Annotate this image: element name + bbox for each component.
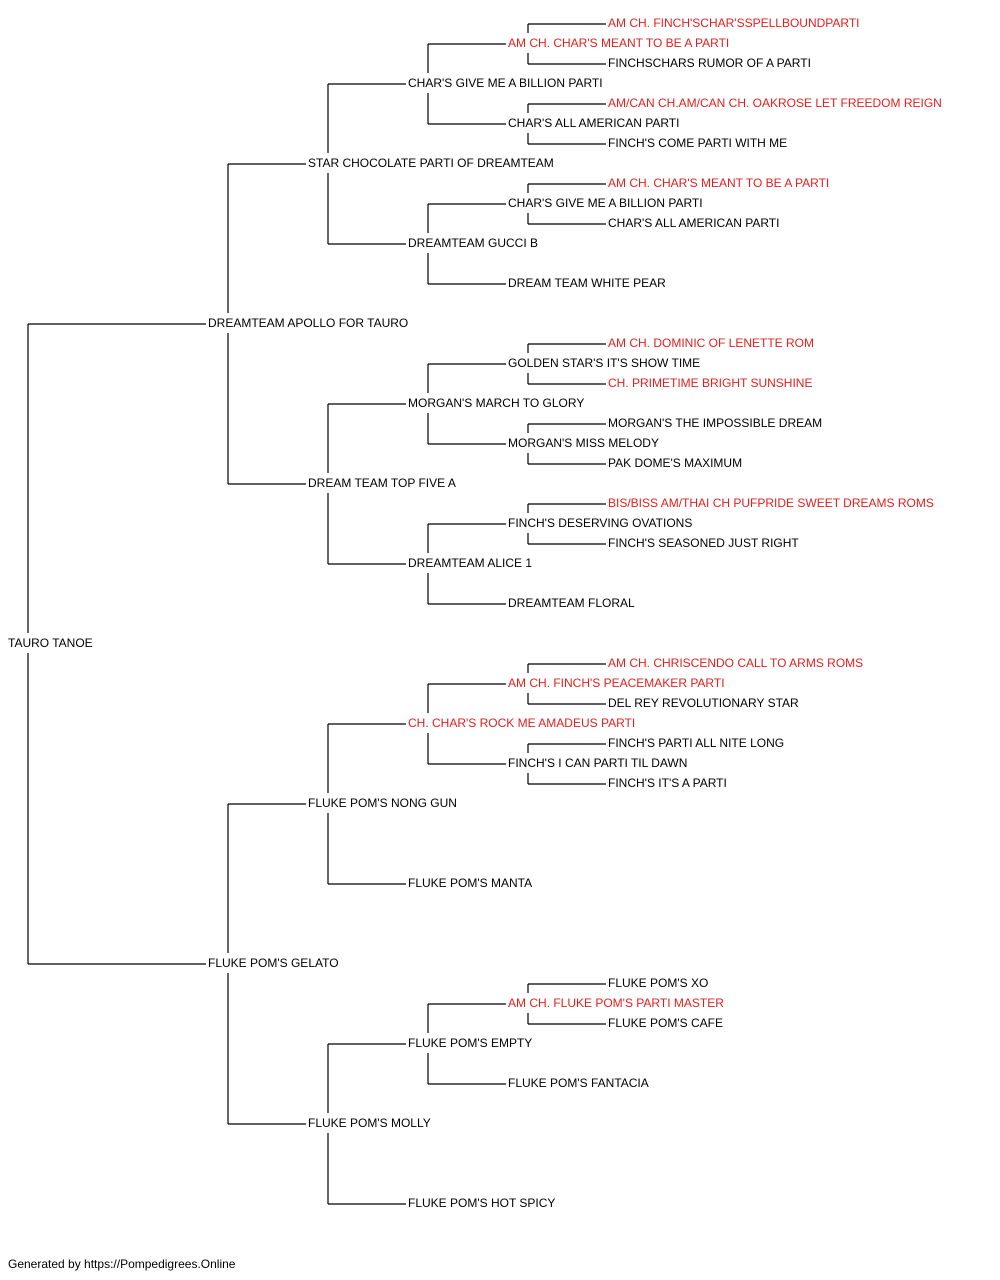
dog-name-gen3[interactable]: FLUKE POM'S HOT SPICY [408, 1196, 558, 1210]
dog-name-gen5[interactable]: PAK DOME'S MAXIMUM [608, 456, 745, 470]
champion-dog-name-gen5[interactable]: CH. PRIMETIME BRIGHT SUNSHINE [608, 376, 815, 390]
dog-name-gen4[interactable]: DREAMTEAM FLORAL [508, 596, 637, 610]
dog-name-gen4[interactable]: DREAM TEAM WHITE PEAR [508, 276, 668, 290]
dog-name-gen2[interactable]: FLUKE POM'S NONG GUN [308, 796, 459, 810]
dog-name-gen4[interactable]: CHAR'S GIVE ME A BILLION PARTI [508, 196, 705, 210]
dog-name-gen4[interactable]: CHAR'S ALL AMERICAN PARTI [508, 116, 682, 130]
dog-name-gen5[interactable]: FINCH'S PARTI ALL NITE LONG [608, 736, 787, 750]
champion-dog-name-gen4[interactable]: AM CH. CHAR'S MEANT TO BE A PARTI [508, 36, 732, 50]
dog-name-gen4[interactable]: FINCH'S DESERVING OVATIONS [508, 516, 695, 530]
dog-name-gen3[interactable]: DREAMTEAM GUCCI B [408, 236, 541, 250]
champion-dog-name-gen3[interactable]: CH. CHAR'S ROCK ME AMADEUS PARTI [408, 716, 638, 730]
dog-name-gen5[interactable]: CHAR'S ALL AMERICAN PARTI [608, 216, 782, 230]
dog-name-gen2[interactable]: STAR CHOCOLATE PARTI OF DREAMTEAM [308, 156, 556, 170]
dog-name-gen5[interactable]: FLUKE POM'S CAFE [608, 1016, 725, 1030]
dog-name-gen5[interactable]: DEL REY REVOLUTIONARY STAR [608, 696, 801, 710]
dog-name-gen4[interactable]: GOLDEN STAR'S IT'S SHOW TIME [508, 356, 703, 370]
dog-name-gen3[interactable]: MORGAN'S MARCH TO GLORY [408, 396, 587, 410]
dog-name-gen5[interactable]: FINCH'S COME PARTI WITH ME [608, 136, 790, 150]
dog-name-gen5[interactable]: FINCH'S IT'S A PARTI [608, 776, 729, 790]
dog-name-gen4[interactable]: MORGAN'S MISS MELODY [508, 436, 661, 450]
champion-dog-name-gen5[interactable]: AM CH. FINCH'SCHAR'SSPELLBOUNDPARTI [608, 16, 862, 30]
dog-name-gen2[interactable]: FLUKE POM'S MOLLY [308, 1116, 433, 1130]
champion-dog-name-gen4[interactable]: AM CH. FINCH'S PEACEMAKER PARTI [508, 676, 727, 690]
footer-credit: Generated by https://Pompedigrees.Online [8, 1257, 236, 1271]
dog-name-gen3[interactable]: DREAMTEAM ALICE 1 [408, 556, 535, 570]
dog-name-gen5[interactable]: FINCH'S SEASONED JUST RIGHT [608, 536, 801, 550]
dog-name-gen4[interactable]: FINCH'S I CAN PARTI TIL DAWN [508, 756, 690, 770]
dog-name-gen3[interactable]: FLUKE POM'S EMPTY [408, 1036, 535, 1050]
dog-name-gen5[interactable]: MORGAN'S THE IMPOSSIBLE DREAM [608, 416, 825, 430]
dog-name-gen0[interactable]: TAURO TANOE [8, 636, 95, 650]
dog-name-gen3[interactable]: FLUKE POM'S MANTA [408, 876, 535, 890]
dog-name-gen1[interactable]: DREAMTEAM APOLLO FOR TAURO [208, 316, 411, 330]
champion-dog-name-gen4[interactable]: AM CH. FLUKE POM'S PARTI MASTER [508, 996, 726, 1010]
champion-dog-name-gen5[interactable]: AM CH. CHAR'S MEANT TO BE A PARTI [608, 176, 832, 190]
dog-name-gen5[interactable]: FLUKE POM'S XO [608, 976, 711, 990]
dog-name-gen4[interactable]: FLUKE POM'S FANTACIA [508, 1076, 651, 1090]
champion-dog-name-gen5[interactable]: AM/CAN CH.AM/CAN CH. OAKROSE LET FREEDOM… [608, 96, 944, 110]
dog-name-gen5[interactable]: FINCHSCHARS RUMOR OF A PARTI [608, 56, 813, 70]
champion-dog-name-gen5[interactable]: AM CH. DOMINIC OF LENETTE ROM [608, 336, 817, 350]
champion-dog-name-gen5[interactable]: BIS/BISS AM/THAI CH PUFPRIDE SWEET DREAM… [608, 496, 936, 510]
dog-name-gen1[interactable]: FLUKE POM'S GELATO [208, 956, 341, 970]
champion-dog-name-gen5[interactable]: AM CH. CHRISCENDO CALL TO ARMS ROMS [608, 656, 866, 670]
dog-name-gen2[interactable]: DREAM TEAM TOP FIVE A [308, 476, 458, 490]
dog-name-gen3[interactable]: CHAR'S GIVE ME A BILLION PARTI [408, 76, 605, 90]
